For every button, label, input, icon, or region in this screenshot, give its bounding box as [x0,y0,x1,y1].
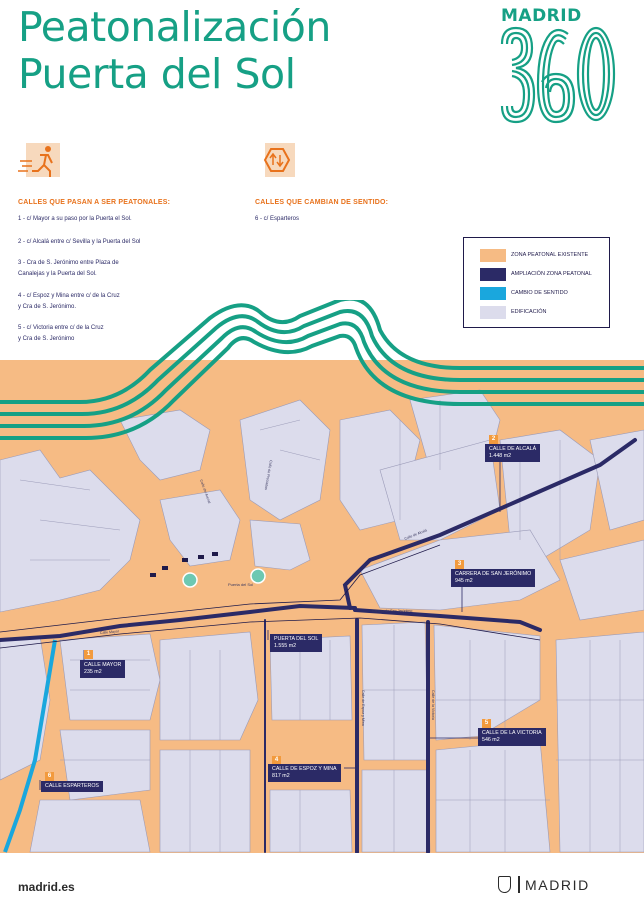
callout-esparteros: CALLE ESPARTEROS [41,781,103,792]
list-item: y Cra de S. Jerónimo. [18,304,77,310]
callout-area: 945 m2 [455,578,473,584]
callout-name: CARRERA DE SAN JERÓNIMO [455,571,532,577]
list-item: y Cra de S. Jerónimo [18,336,75,342]
pedestrian-icon [18,143,60,177]
callout-victoria: CALLE DE LA VICTORIA 546 m2 [478,728,546,746]
legend-swatch [480,306,506,319]
page-title: Peatonalización Puerta del Sol [18,4,478,98]
list-item: Canalejas y la Puerta del Sol. [18,271,97,277]
logo-word: MADRID [501,6,582,26]
label-puerta-del-sol: Puerta del Sol [228,582,253,587]
label-espoz: Calle de Espoz y Mina [361,690,365,726]
callout-number: 1 [84,650,93,659]
label-victoria: Calle de la Victoria [431,690,435,720]
callout-number: 4 [272,756,281,765]
shield-icon [498,876,511,893]
direction-change-street [3,639,57,853]
plaza-kiosks [150,552,218,577]
legend-label: AMPLIACIÓN ZONA PEATONAL [511,271,592,277]
legend-label: CAMBIO DE SENTIDO [511,290,568,296]
callout-name: CALLE MAYOR [84,662,122,668]
callout-number: 3 [455,560,464,569]
direction-change-icon [263,143,295,177]
logo-divider [518,876,520,893]
title-line-1: Peatonalización [18,3,331,51]
legend-label: ZONA PEATONAL EXISTENTE [511,252,589,258]
fountain [182,572,198,588]
callout-area: 817 m2 [272,773,290,779]
madrid-360-ribbon [0,300,644,440]
fountain [250,568,266,584]
legend-label: EDIFICACIÓN [511,309,547,315]
legend-swatch [480,268,506,281]
callout-name: CALLE DE LA VICTORIA [482,730,542,736]
callout-area: 1.448 m2 [489,453,512,459]
label-preciados: Calle de Preciados [264,460,273,491]
direction-section-title: CALLES QUE CAMBIAN DE SENTIDO: [255,199,389,206]
callout-espoz-y-mina: CALLE DE ESPOZ Y MINA 817 m2 [268,764,341,782]
callout-area: 235 m2 [84,669,102,675]
street-edges [0,544,541,649]
callout-name: CALLE DE ESPOZ Y MINA [272,766,337,772]
callout-area: 546 m2 [482,737,500,743]
callout-calle-alcala: CALLE DE ALCALÁ 1.448 m2 [485,444,541,462]
legend-swatch [480,287,506,300]
label-mayor: Calle Mayor [100,629,120,635]
callout-name: CALLE DE ALCALÁ [489,446,537,452]
list-item: 4 - c/ Espoz y Mina entre c/ de la Cruz [18,293,120,299]
footer-logo-word: MADRID [525,877,590,893]
list-item: 3 - Cra de S. Jerónimo entre Plaza de [18,260,119,266]
title-line-2: Puerta del Sol [18,50,296,98]
callout-number: 2 [489,435,498,444]
callout-puerta-del-sol: PUERTA DEL SOL 1.555 m2 [270,634,323,652]
list-item: 1 - c/ Mayor a su paso por la Puerta el … [18,216,132,222]
callout-name: PUERTA DEL SOL [274,636,319,642]
list-item: 2 - c/ Alcalá entre c/ Sevilla y la Puer… [18,239,141,245]
map-legend: ZONA PEATONAL EXISTENTE AMPLIACIÓN ZONA … [463,237,610,328]
callout-area: 1.555 m2 [274,643,297,649]
list-item: 6 - c/ Esparteros [255,216,300,222]
footer-url[interactable]: madrid.es [18,880,75,894]
pedestrian-section-title: CALLES QUE PASAN A SER PEATONALES: [18,199,171,206]
callout-number: 5 [482,719,491,728]
pedestrian-extension [0,438,637,853]
callout-number: 6 [45,772,54,781]
madrid-360-logo: MADRID 360 [498,6,616,128]
logo-360-graphic [500,26,616,124]
label-san-jeronimo: Carrera de San Jerónimo [372,609,412,613]
callout-san-jeronimo: CARRERA DE SAN JERÓNIMO 945 m2 [451,569,536,587]
callout-calle-mayor: CALLE MAYOR 235 m2 [80,660,126,678]
legend-swatch [480,249,506,262]
list-item: 5 - c/ Victoria entre c/ de la Cruz [18,325,104,331]
callout-name: CALLE ESPARTEROS [45,783,99,789]
